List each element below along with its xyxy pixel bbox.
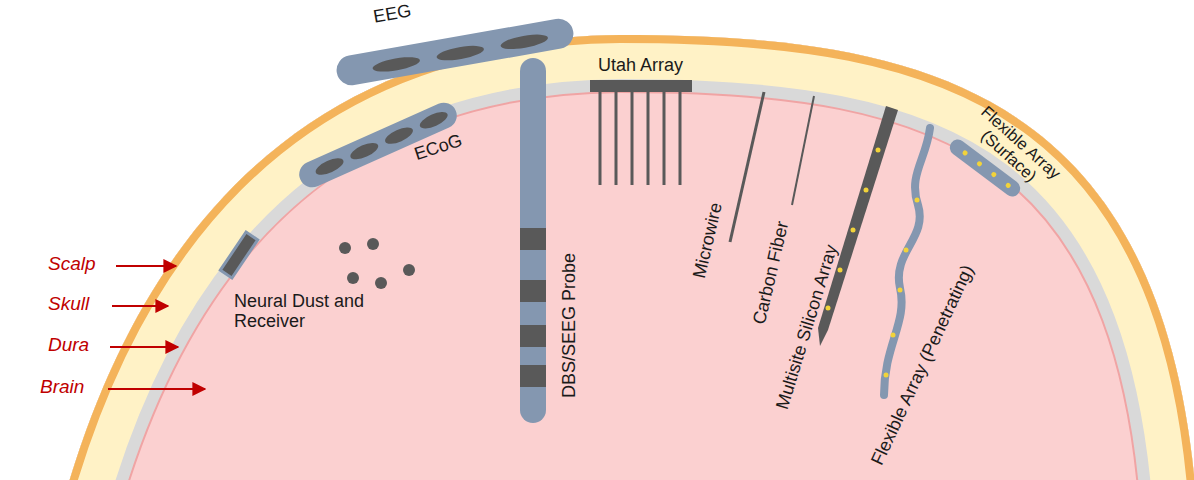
utah-label: Utah Array xyxy=(598,56,683,76)
dust-label: Neural Dust and Receiver xyxy=(234,292,384,332)
layer-label: Dura xyxy=(48,335,89,356)
scalp xyxy=(40,35,1194,480)
dura xyxy=(40,35,1194,480)
ecog-label: ECoG xyxy=(412,131,465,165)
dbs-probe xyxy=(520,58,546,423)
skull xyxy=(40,35,1194,480)
flex-label: Flexible Array (Surface) xyxy=(955,92,1076,206)
layer-label: Brain xyxy=(40,377,84,398)
pia-border xyxy=(40,35,1194,480)
brain xyxy=(40,35,1194,480)
tissue-layers xyxy=(40,35,1194,480)
layer-label: Scalp xyxy=(48,254,96,275)
silicon-array xyxy=(818,106,898,346)
probe-label: DBS/SEEG Probe xyxy=(560,253,580,398)
flex-label: Flexible Array (Penetrating) xyxy=(868,262,978,468)
leader-arrow xyxy=(108,388,205,390)
neural-dust xyxy=(220,232,415,289)
microwire-label: Microwire xyxy=(690,201,727,280)
eeg-label: EEG xyxy=(372,1,413,27)
carbon-label: Carbon Fiber xyxy=(750,220,793,327)
leader-arrow xyxy=(110,346,178,348)
leader-arrow xyxy=(116,265,176,267)
layer-label: Skull xyxy=(48,294,89,315)
silicon-label: Multisite Silicon Array xyxy=(773,242,842,411)
utah-array xyxy=(590,80,692,185)
microwire xyxy=(730,92,764,242)
carbon-fiber xyxy=(792,96,814,205)
leader-arrow xyxy=(112,305,168,307)
